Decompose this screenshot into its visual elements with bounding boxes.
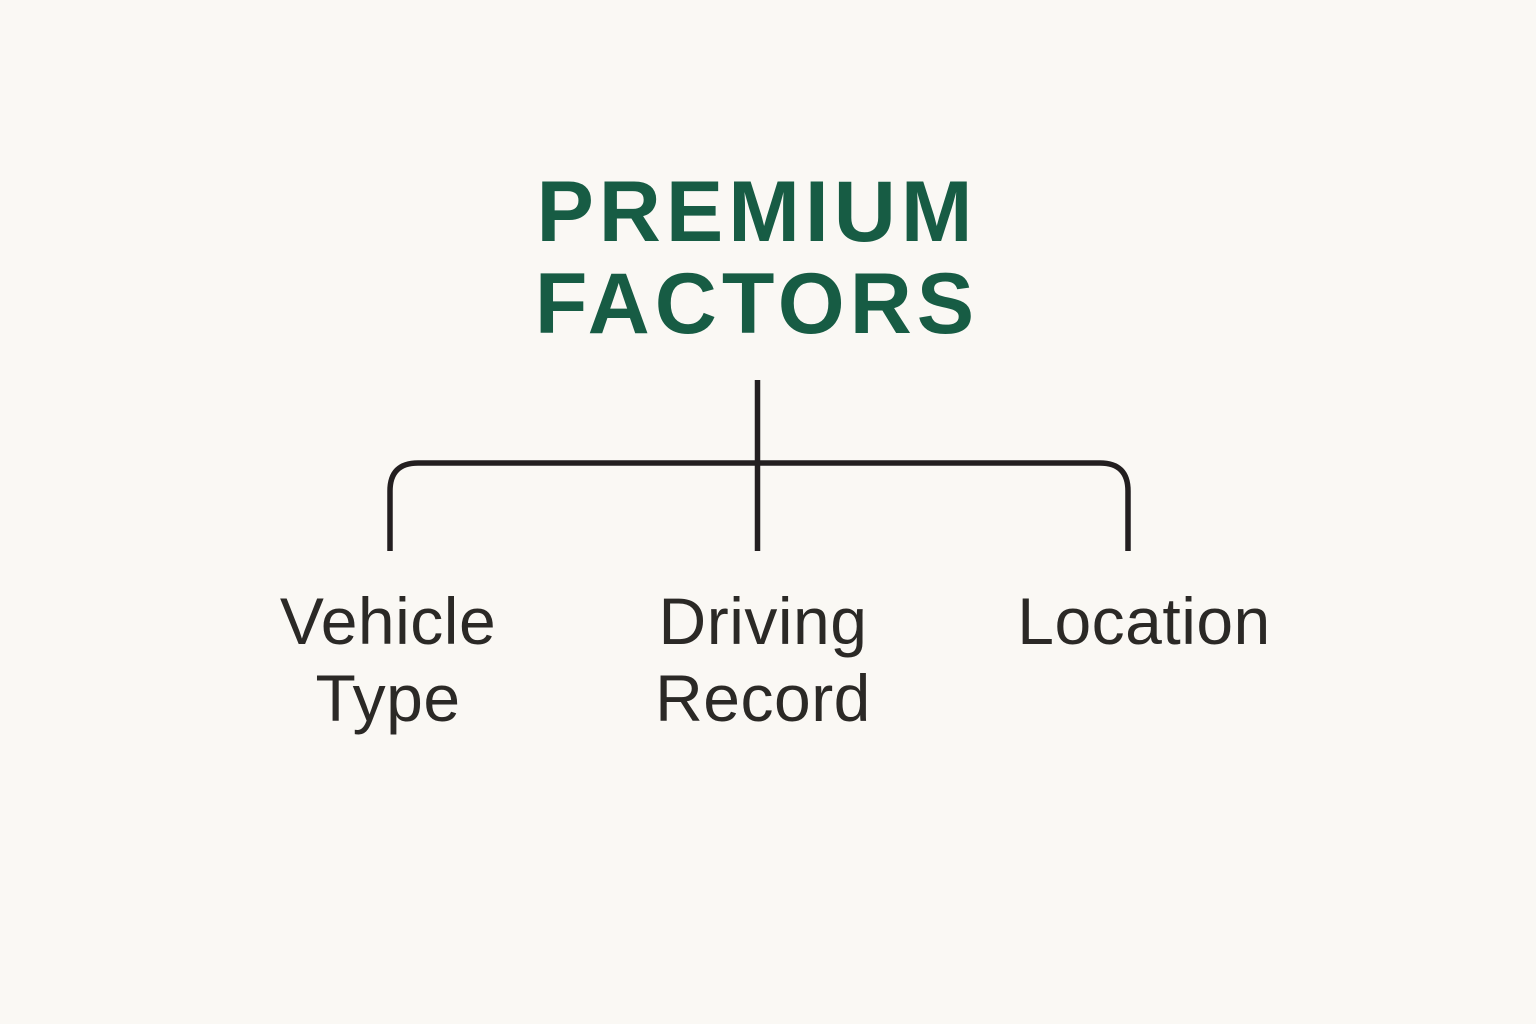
diagram-title: PREMIUM FACTORS	[535, 166, 979, 350]
node-driving-record-line-2: Record	[655, 661, 871, 735]
node-driving-record: Driving Record	[655, 583, 871, 737]
diagram-title-line-1: PREMIUM	[536, 164, 978, 260]
diagram-title-line-2: FACTORS	[534, 256, 980, 352]
node-driving-record-line-1: Driving	[658, 584, 868, 658]
node-vehicle-type-line-2: Type	[315, 661, 461, 735]
node-vehicle-type-line-1: Vehicle	[279, 584, 497, 658]
node-location-line-1: Location	[1017, 584, 1271, 658]
connector-bracket	[387, 460, 1131, 551]
node-vehicle-type: Vehicle Type	[280, 583, 496, 737]
node-location: Location	[1017, 583, 1271, 660]
